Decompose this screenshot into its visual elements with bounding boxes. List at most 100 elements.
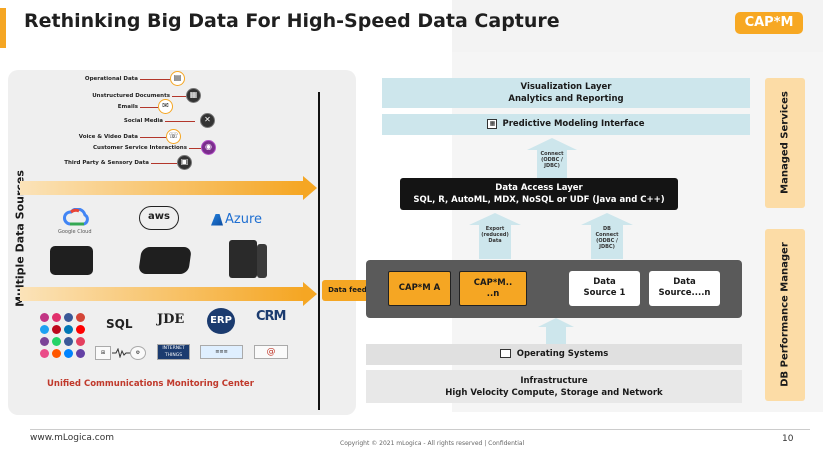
db-performance-manager-label: DB Performance Manager [779, 242, 791, 387]
db-connect-label: DB Connect (ODBC / JDBC) [591, 225, 623, 259]
operational-data-icon: ▤ [170, 71, 185, 86]
source-label-voice-video: Voice & Video Data [78, 134, 138, 140]
app-icon [40, 349, 49, 358]
footer-url[interactable]: www.mLogica.com [30, 433, 115, 443]
email-icon: ✉ [158, 99, 173, 114]
operating-systems-layer: Operating Systems [366, 344, 742, 365]
db-connect-arrow: DB Connect (ODBC / JDBC) [581, 213, 633, 259]
google-cloud-icon [63, 208, 89, 226]
source-label-third-party: Third Party & Sensory Data [64, 160, 149, 166]
db-performance-manager-box [765, 229, 805, 401]
hardware-case-icon [138, 247, 192, 274]
data-source-n-line2: Source....n [658, 288, 711, 298]
connector-line [151, 163, 177, 164]
crm-logo: CRM [256, 309, 286, 324]
capm-a-box: CAP*M A [388, 271, 451, 306]
azure-mark-icon [211, 213, 223, 226]
source-label-customer-service: Customer Service Interactions [93, 145, 187, 151]
sensor-icon: ▣ [177, 155, 192, 170]
data-source-1-box: Data Source 1 [569, 271, 640, 306]
google-cloud-label: Google Cloud [58, 229, 92, 235]
internet-of-things-badge: INTERNET THINGS [157, 344, 190, 360]
export-label: Export (reduced) Data [479, 225, 511, 259]
title-accent-bar [0, 8, 6, 48]
connector-line [140, 137, 166, 138]
app-icon [64, 325, 73, 334]
capm-n-box: CAP*M.. ..n [459, 271, 527, 306]
page-title: Rethinking Big Data For High-Speed Data … [24, 10, 560, 32]
monitor-icon [499, 349, 511, 358]
divider-line [318, 92, 320, 410]
app-icon [40, 313, 49, 322]
data-access-layer-title: Data Access Layer [495, 183, 583, 193]
social-media-icon: ✕ [200, 113, 215, 128]
model-icon: ▦ [487, 118, 498, 129]
aws-logo: aws [139, 206, 179, 230]
document-icon: ▦ [186, 88, 201, 103]
analytics-reporting: Analytics and Reporting [508, 94, 624, 104]
app-icon [40, 337, 49, 346]
app-icon [64, 313, 73, 322]
pmi-label: Predictive Modeling Interface [502, 119, 645, 129]
page-number: 10 [782, 434, 794, 444]
app-icon [64, 337, 73, 346]
managed-services-label: Managed Services [779, 91, 791, 194]
infrastructure-title: Infrastructure [520, 376, 588, 386]
connect-label: Connect (ODBC / JDBC) [537, 150, 567, 178]
footer-divider [30, 429, 810, 430]
erp-logo: ERP [207, 308, 235, 334]
source-label-unstructured-documents: Unstructured Documents [92, 93, 170, 99]
data-access-layer-languages: SQL, R, AutoML, MDX, NoSQL or UDF (Java … [413, 195, 665, 205]
connector-line [140, 107, 158, 108]
customer-service-icon: ◉ [201, 140, 216, 155]
data-access-layer: Data Access Layer SQL, R, AutoML, MDX, N… [400, 178, 678, 210]
os-up-arrow [538, 318, 574, 344]
export-arrow: Export (reduced) Data [469, 213, 521, 259]
connector-line [189, 148, 201, 149]
server-icon [257, 244, 267, 278]
arrow-head-icon [303, 282, 317, 306]
app-icon [64, 349, 73, 358]
hardware-case-icon [50, 246, 93, 275]
app-icon [52, 337, 61, 346]
capm-n-line2: ..n [486, 289, 500, 299]
gear-icon: ⚙ [130, 346, 146, 360]
operating-systems-label: Operating Systems [516, 349, 609, 359]
source-label-social-media: Social Media [123, 118, 163, 124]
jde-logo: JDE [157, 312, 185, 327]
app-icon [76, 313, 85, 322]
azure-label: Azure [225, 212, 263, 227]
email-at-icon: @ [254, 345, 288, 359]
app-icon [76, 325, 85, 334]
connector-line [140, 79, 170, 80]
voice-video-icon: ☏ [166, 129, 181, 144]
waveform-icon [112, 348, 138, 358]
data-feeds-label: Data feeds [322, 280, 377, 301]
predictive-modeling-interface: ▦ Predictive Modeling Interface [382, 114, 750, 135]
connect-arrow: Connect (ODBC / JDBC) [527, 138, 577, 178]
server-icon [229, 240, 257, 278]
infrastructure-layer: Infrastructure High Velocity Compute, St… [366, 370, 742, 403]
capm-logo: CAP*M [735, 12, 803, 34]
sql-logo: SQL [106, 317, 133, 331]
visualization-layer: Visualization Layer Analytics and Report… [382, 78, 750, 108]
managed-services-box [765, 78, 805, 208]
infrastructure-detail: High Velocity Compute, Storage and Netwo… [445, 388, 663, 398]
app-icon [52, 349, 61, 358]
connector-line [165, 121, 195, 122]
app-icon [52, 313, 61, 322]
data-source-n-box: Data Source....n [649, 271, 720, 306]
capm-n-line1: CAP*M.. [473, 278, 513, 288]
source-label-emails: Emails [117, 104, 138, 110]
app-icon [52, 325, 61, 334]
app-icon [40, 325, 49, 334]
connector-line [172, 96, 186, 97]
data-source-n-line1: Data [673, 277, 696, 287]
ucmc-label: Unified Communications Monitoring Center [47, 379, 254, 389]
source-label-operational-data: Operational Data [84, 76, 138, 82]
data-flow-arrow-top [20, 181, 304, 195]
visualization-title: Visualization Layer [520, 82, 612, 92]
azure-logo: Azure [211, 212, 262, 227]
data-source-1-line2: Source 1 [583, 288, 626, 298]
arrow-head-icon [303, 176, 317, 200]
